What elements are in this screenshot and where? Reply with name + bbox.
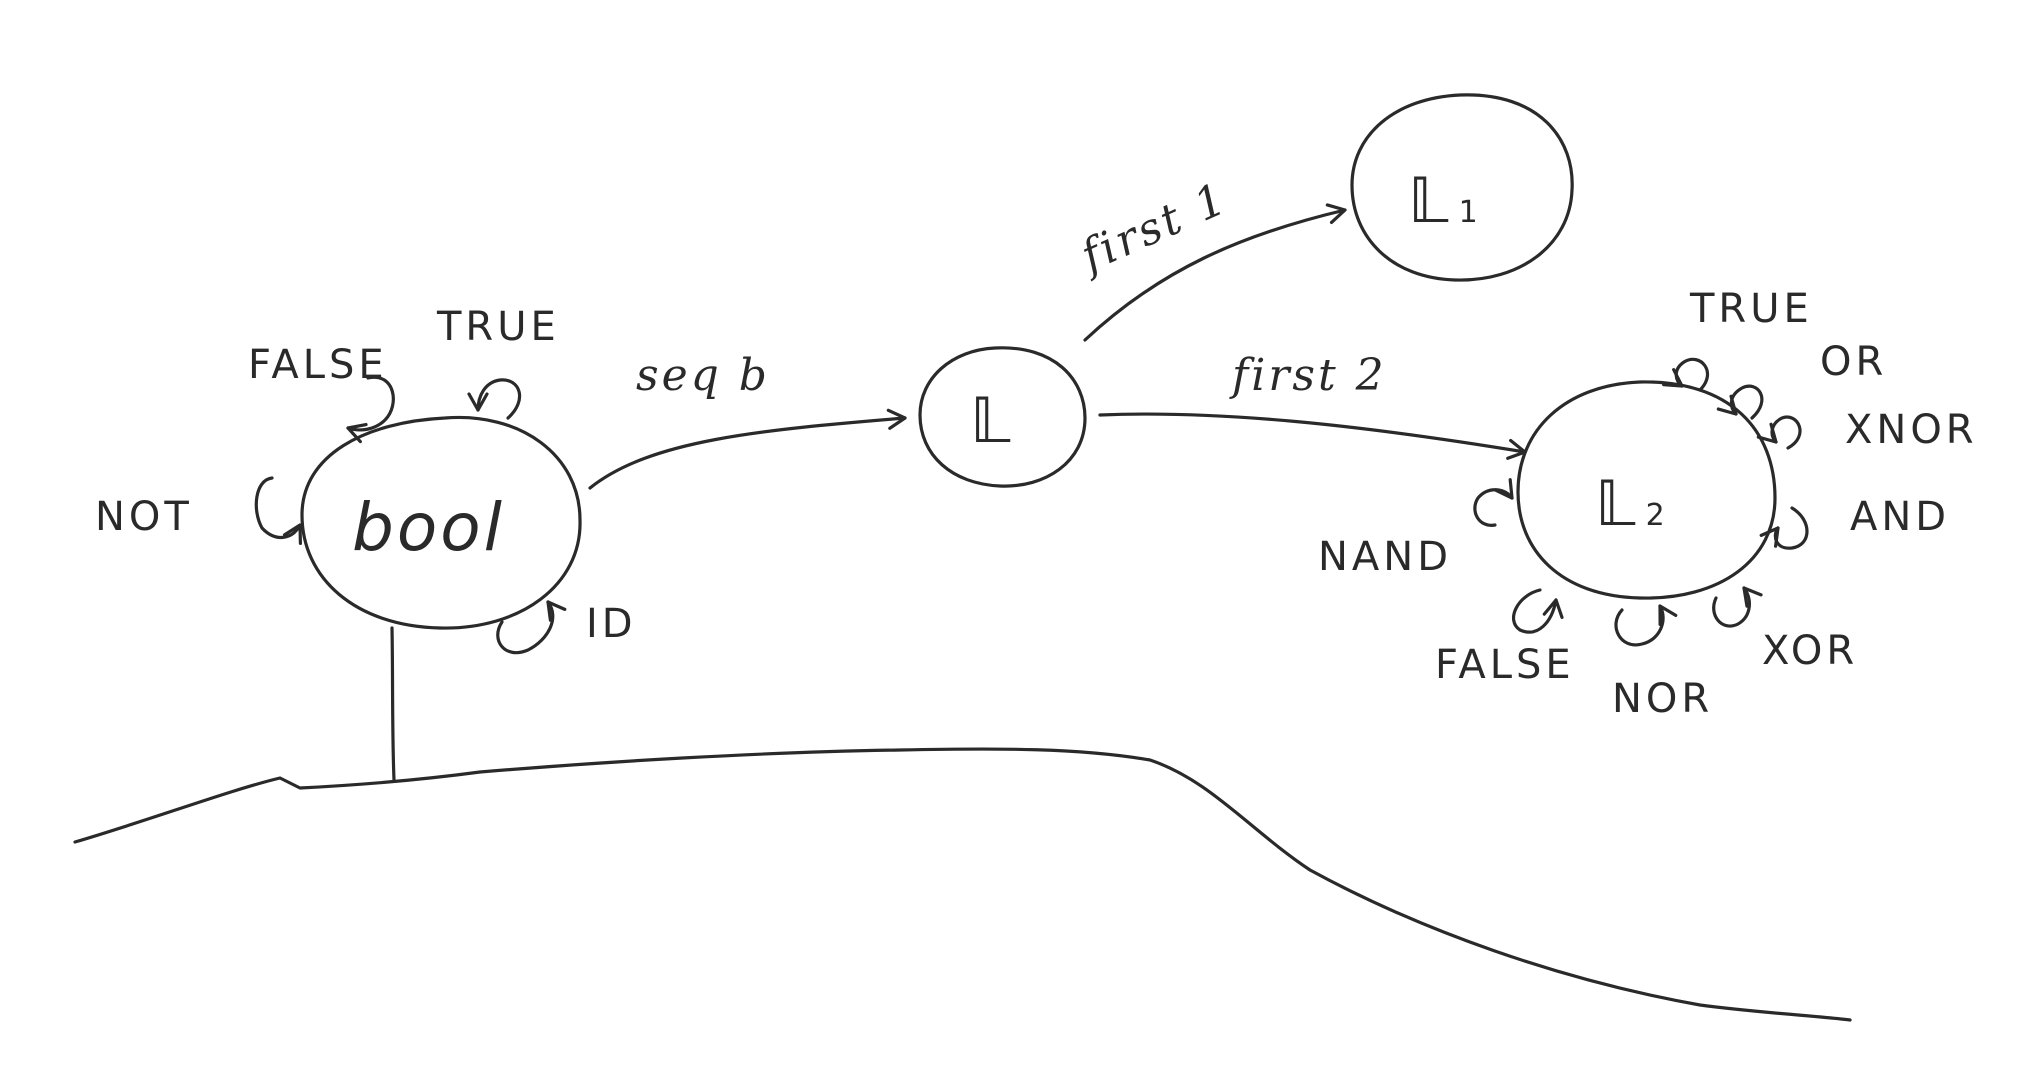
node-bool-circle — [300, 415, 582, 630]
l2-loop-nor: NOR — [1612, 604, 1713, 722]
l2-loop-nand: NAND — [1318, 478, 1514, 580]
l2-loop-true: TRUE — [1662, 286, 1813, 392]
l2-loop-true-label: TRUE — [1689, 286, 1813, 332]
l2-loop-xnor: XNOR — [1756, 407, 1978, 453]
bool-loop-not: NOT — [95, 476, 302, 545]
bool-loop-false: FALSE — [248, 342, 395, 444]
bool-loop-id-label: ID — [586, 601, 637, 647]
edge-first-1: first 1 — [1071, 173, 1347, 342]
edge-seq-b-label: seq b — [636, 350, 770, 401]
node-bool-label: bool — [352, 489, 505, 566]
l2-loop-and: AND — [1759, 494, 1950, 550]
bool-loop-id: ID — [496, 600, 637, 655]
node-l-label: 𝕃 — [970, 384, 1013, 457]
l2-loop-xor: XOR — [1712, 586, 1858, 674]
bool-loop-false-label: FALSE — [248, 342, 388, 388]
l2-loop-and-label: AND — [1850, 494, 1950, 540]
l2-loop-or: OR — [1716, 339, 1887, 420]
l2-loop-xor-label: XOR — [1762, 628, 1858, 674]
edge-seq-b: seq b — [588, 350, 907, 490]
l2-loop-xnor-label: XNOR — [1845, 407, 1978, 453]
node-bool: bool — [300, 415, 582, 630]
l2-loop-nand-label: NAND — [1318, 534, 1452, 580]
edge-first-1-label: first 1 — [1071, 173, 1236, 284]
bool-loop-not-label: NOT — [95, 494, 193, 540]
edge-first-2-label: first 2 — [1229, 350, 1387, 401]
bool-loop-true-label: TRUE — [436, 304, 560, 350]
node-l: 𝕃 — [918, 346, 1087, 488]
edge-first-2: first 2 — [1098, 350, 1527, 460]
ground-line — [73, 747, 1852, 1022]
l2-loop-nor-label: NOR — [1612, 676, 1713, 722]
node-l1-circle — [1350, 93, 1574, 282]
bool-loop-true: TRUE — [436, 304, 560, 420]
node-l-circle — [918, 346, 1087, 488]
l2-loop-or-label: OR — [1820, 339, 1887, 385]
l2-loop-false: FALSE — [1435, 588, 1575, 688]
l2-loop-false-label: FALSE — [1435, 642, 1575, 688]
support-pole — [390, 626, 396, 782]
